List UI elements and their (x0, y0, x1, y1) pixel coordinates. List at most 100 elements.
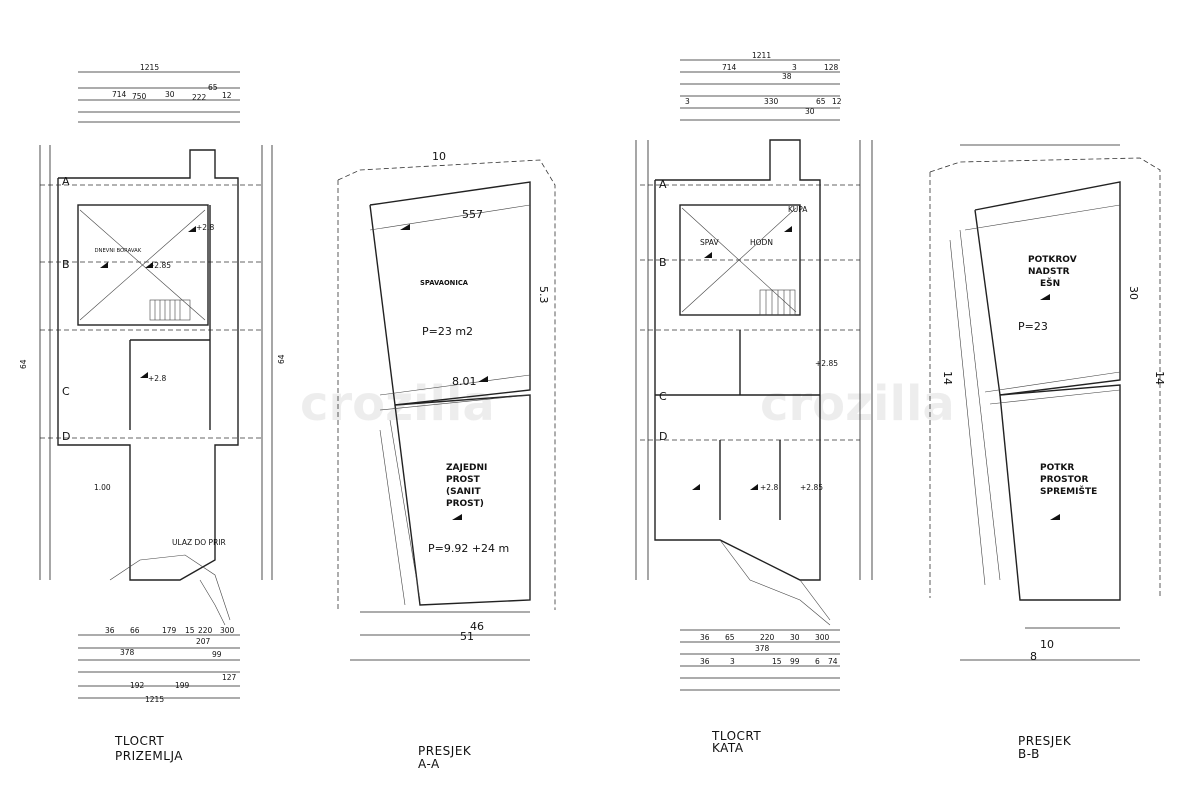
mark: 14 (941, 371, 954, 385)
room-label-1: ZAJEDNI (446, 463, 487, 473)
bottom-dim: 300 (815, 633, 830, 642)
dim: 330 (764, 97, 779, 106)
room-label-3: EŠN (1040, 277, 1060, 289)
mark: 8 (1030, 650, 1037, 663)
room-code: +2.8 (760, 483, 778, 492)
axis-label: C (62, 385, 70, 398)
stair-icon (149, 299, 191, 321)
level-marker-icon (784, 226, 792, 232)
dim-6: 222 (192, 93, 207, 102)
room-label-6: SPREMIŠTE (1040, 485, 1097, 497)
room-label-4: PROST) (446, 499, 484, 509)
room-label-1: POTKROV (1028, 255, 1077, 265)
room-code: +2.85 (800, 483, 823, 492)
caption-line: TLOCRT (114, 734, 164, 748)
caption-line: A-A (418, 757, 440, 771)
level-marker-icon (452, 514, 462, 520)
dim: 3 (685, 97, 690, 106)
dim-5: 12 (222, 91, 232, 100)
caption-line: B-B (1018, 747, 1040, 761)
room-label-2: PROST (446, 475, 481, 485)
room-code: +2.8 (148, 374, 166, 383)
room-code: P=9.92 +24 m (428, 542, 509, 555)
bottom-dim: 51 (460, 630, 474, 643)
stair-icon (759, 289, 796, 316)
caption-line: PRIZEMLJA (115, 749, 183, 763)
room-label: SPAV (700, 238, 719, 247)
caption-line: PRESJEK (1018, 734, 1072, 748)
bottom-dim: 99 (212, 650, 222, 659)
level-marker-icon (692, 484, 700, 490)
watermark-2: crozilla (760, 376, 955, 432)
level-marker-icon (400, 224, 410, 230)
room-label: KUPA (788, 205, 808, 214)
dim-4: 65 (208, 83, 218, 92)
mark: 557 (462, 208, 483, 221)
bottom-dim: 36 (105, 626, 115, 635)
mark: 10 (1040, 638, 1054, 651)
bottom-dim: 207 (196, 637, 211, 646)
bottom-dim: 15 (772, 657, 782, 666)
caption-line: KATA (712, 741, 744, 755)
level-marker-icon (478, 376, 488, 382)
bottom-dim: 66 (130, 626, 140, 635)
axis-label: A (659, 178, 667, 191)
top-label: 10 (432, 150, 446, 163)
side-dim: 64 (19, 359, 28, 369)
level-marker-icon (704, 252, 712, 258)
bottom-dim: 378 (755, 644, 770, 653)
level-marker-icon (1040, 294, 1050, 300)
mark: 14 (1153, 371, 1166, 385)
plan-section-b: POTKROV NADSTR EŠN P=23 POTKR PROSTOR SP… (929, 144, 1166, 761)
room-code: +2.85 (815, 359, 838, 368)
dim-1: 714 (112, 90, 127, 99)
bottom-dim: 46 (470, 620, 484, 633)
dim: 38 (782, 72, 792, 81)
side-dim: 64 (277, 354, 286, 364)
dim: 128 (824, 63, 839, 72)
room-code: P=23 (1018, 320, 1048, 333)
axis-label: C (659, 390, 667, 403)
bottom-dim: 300 (220, 626, 235, 635)
dim-3: 30 (165, 90, 175, 99)
level-marker-icon (1050, 514, 1060, 520)
room-label-2: NADSTR (1028, 267, 1070, 277)
bottom-dim: 220 (760, 633, 775, 642)
level-marker-icon (140, 372, 148, 378)
bottom-dim: 36 (700, 657, 710, 666)
caption-line: PRESJEK (418, 744, 472, 758)
dim: 30 (805, 107, 815, 116)
room-code: +2.8 (196, 223, 214, 232)
bottom-dim: 65 (725, 633, 735, 642)
mark: 30 (1127, 286, 1140, 300)
bottom-dim: 6 (815, 657, 820, 666)
axis-label: D (659, 430, 667, 443)
axis-label: B (659, 256, 667, 269)
axis-label: D (62, 430, 70, 443)
bottom-dim: 15 (185, 626, 195, 635)
dim-total-top: 1211 (752, 51, 771, 60)
level-marker-icon (188, 226, 196, 232)
level-marker-icon (100, 262, 108, 268)
level-marker-icon (145, 262, 153, 268)
room-label: ULAZ DO PRIR (172, 538, 226, 547)
axis-label: A (62, 175, 70, 188)
room-label: HODN (750, 238, 773, 247)
room-code: +2.85 (148, 261, 171, 270)
bottom-dim: 179 (162, 626, 177, 635)
mark: 8.01 (452, 375, 477, 388)
bottom-dim: 3 (730, 657, 735, 666)
plan-section-a: 10 557 5.3 8.01 SPAVAONICA P=23 m2 ZAJED… (337, 150, 556, 771)
caption-line: TLOCRT (711, 729, 761, 743)
axis-label: B (62, 258, 70, 271)
room-label: SPAVAONICA (420, 279, 469, 287)
bottom-dim: 192 (130, 681, 145, 690)
room-label-3: (SANIT (446, 487, 481, 497)
bottom-dim: 220 (198, 626, 213, 635)
bottom-dim: 378 (120, 648, 135, 657)
plan-upper-floor: 1211 714 3 38 128 65 12 330 3 30 KUPA S (635, 51, 873, 755)
dim: 65 (816, 97, 826, 106)
dim-2: 750 (132, 92, 147, 101)
